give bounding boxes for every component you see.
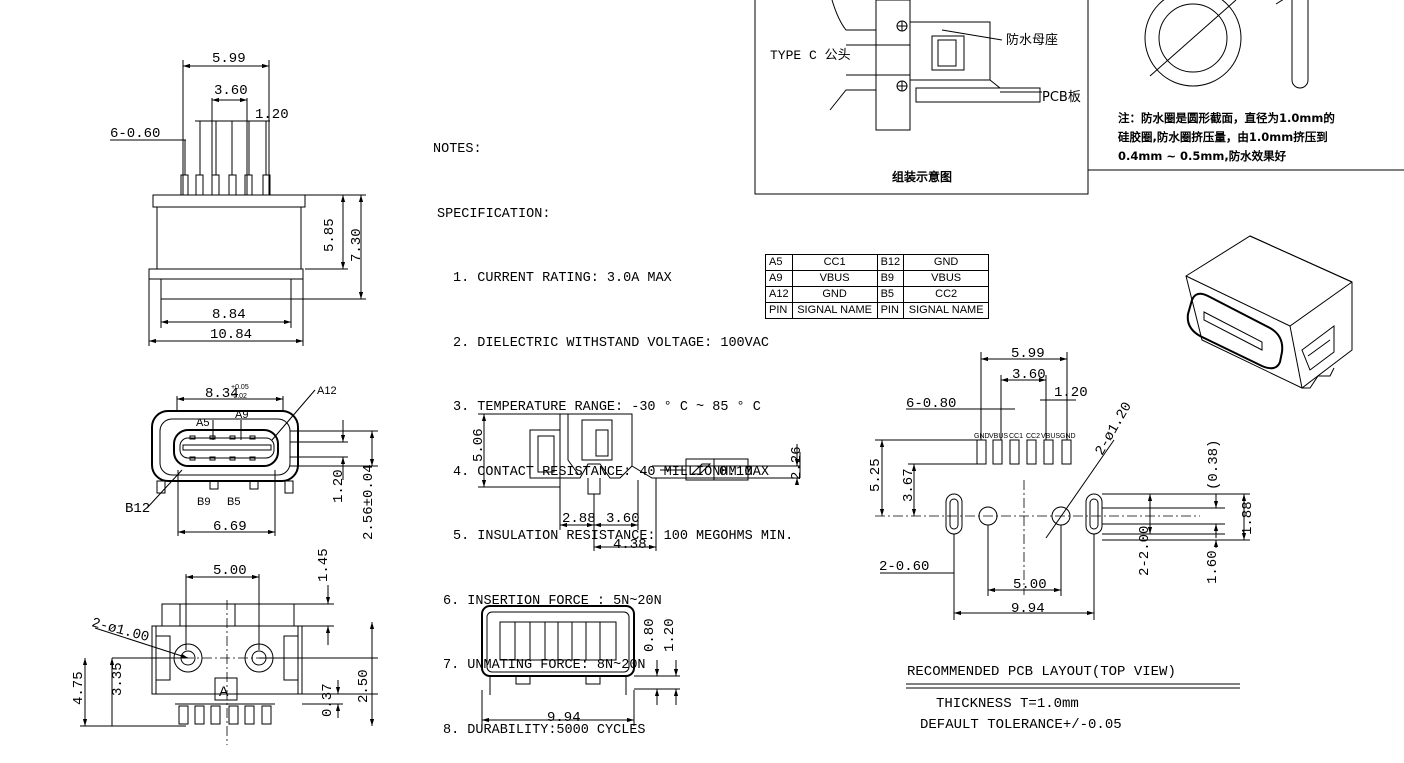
svg-text:B5: B5	[227, 496, 240, 508]
pcb-layout: 5.99 3.60 1.20 6-0.80 GND VBUS CC1 CC2 V…	[868, 346, 1256, 689]
polarity-marker: A	[219, 683, 229, 699]
svg-text:A9: A9	[235, 409, 248, 421]
top-view-pins	[180, 121, 271, 196]
oring-note-line-1: 注：防水圈是圆形截面，直径为1.0mm的	[1118, 111, 1335, 125]
svg-text:0.37: 0.37	[320, 683, 336, 717]
isometric-view	[1185, 235, 1353, 389]
svg-text:1.60: 1.60	[1205, 550, 1221, 584]
svg-text:3.35: 3.35	[110, 662, 126, 696]
bottom-view: 5.00 2-ø1.00 A 1.45	[71, 548, 378, 745]
table-header-row: PIN SIGNAL NAME PIN SIGNAL NAME	[765, 302, 990, 319]
svg-text:1.20: 1.20	[662, 618, 678, 652]
svg-text:9.94: 9.94	[547, 710, 581, 726]
svg-text:5.06: 5.06	[471, 428, 487, 462]
signal-table: A5 CC1 B12 GND A9 VBUS B9 VBUS A12 GND B…	[765, 254, 990, 319]
svg-text:2.26: 2.26	[789, 446, 805, 480]
svg-text:A5: A5	[196, 417, 209, 429]
svg-text:4.75: 4.75	[71, 671, 87, 705]
dim-7-30: 7.30	[349, 228, 365, 262]
svg-text:(0.38): (0.38)	[1206, 440, 1222, 490]
svg-text:5.99: 5.99	[1011, 346, 1045, 362]
svg-text:-0.02: -0.02	[231, 393, 247, 400]
svg-text:0.10: 0.10	[719, 464, 753, 480]
svg-text:2-ø1.00: 2-ø1.00	[90, 615, 151, 646]
svg-text:3.67: 3.67	[901, 468, 917, 502]
svg-text:+0.05: +0.05	[231, 384, 249, 391]
top-view: 5.99 3.60 1.20 6-0.60 5.8	[110, 51, 366, 346]
dim-5-00: 5.00	[213, 563, 247, 579]
svg-text:CC1: CC1	[1009, 433, 1023, 440]
svg-text:2.88: 2.88	[562, 511, 596, 527]
pcb-tolerance: DEFAULT TOLERANCE+/-0.05	[920, 717, 1122, 733]
pcb-thickness: THICKNESS T=1.0mm	[936, 696, 1079, 712]
oring-note-line-3: 0.4mm ~ 0.5mm,防水效果好	[1118, 149, 1287, 163]
dim-8-34: 8.34	[205, 386, 239, 402]
svg-text:2-ø1.20: 2-ø1.20	[1092, 400, 1135, 459]
table-row: A12 GND B5 CC2	[765, 286, 990, 303]
svg-text:1.20: 1.20	[1054, 385, 1088, 401]
svg-text:4.38: 4.38	[613, 537, 647, 553]
dim-1-20: 1.20	[255, 107, 289, 123]
svg-text:B9: B9	[197, 496, 210, 508]
spec-item: 5. INSULATION RESISTANCE: 100 MEGOHMS MI…	[453, 529, 794, 544]
dim-6-69: 6.69	[213, 519, 247, 535]
spec-item: 4. CONTACT RESISTANCE: 40 MILLIONHM MAX	[453, 464, 769, 480]
spec-title: SPECIFICATION:	[437, 206, 551, 222]
svg-text:5.25: 5.25	[868, 458, 884, 492]
dim-5-99: 5.99	[212, 51, 246, 67]
pcb-layout-title: RECOMMENDED PCB LAYOUT(TOP VIEW)	[907, 664, 1176, 680]
dim-2-56: 2.56±0.04	[361, 464, 377, 540]
type-c-plug-label: TYPE C 公头	[770, 48, 851, 63]
front-view: 8.34 +0.05 -0.02 A5 A9 A12 B12 B9 B5	[125, 384, 378, 540]
spec-item: 8. DURABILITY:5000 CYCLES	[443, 722, 646, 738]
svg-text:2-2.00: 2-2.00	[1137, 526, 1153, 576]
side-view: 5.06 0.10 2.26 2.88 3.60 4.38	[471, 413, 805, 553]
dim-10-84: 10.84	[210, 327, 252, 343]
o-ring-diagram	[1087, 0, 1404, 171]
rear-view: 9.94 0.80 1.20	[481, 605, 680, 726]
dim-5-85: 5.85	[322, 218, 338, 252]
svg-text:6-0.80: 6-0.80	[906, 396, 956, 412]
spec-item: 2. DIELECTRIC WITHSTAND VOLTAGE: 100VAC	[453, 335, 769, 351]
notes-header: NOTES:	[433, 142, 482, 157]
svg-text:B12: B12	[125, 501, 150, 517]
oring-note-line-2: 硅胶圈,防水圈挤压量，由1.0mm挤压到	[1118, 130, 1328, 144]
svg-text:2-0.60: 2-0.60	[879, 559, 929, 575]
specification-notes: NOTES: SPECIFICATION: 1. CURRENT RATING:…	[433, 96, 793, 763]
spec-item: 7. UNMATING FORCE: 8N~20N	[443, 658, 646, 673]
svg-text:CC2: CC2	[1026, 433, 1040, 440]
dim-1-20: 1.20	[331, 469, 347, 503]
svg-text:VBUS: VBUS	[1041, 433, 1060, 440]
assembly-caption: 组装示意图	[892, 170, 953, 184]
svg-text:0.80: 0.80	[642, 618, 658, 652]
svg-text:3.60: 3.60	[1012, 367, 1046, 383]
assembly-diagram	[754, 0, 1089, 195]
table-row: A5 CC1 B12 GND	[765, 254, 990, 271]
pcb-pad-labels: GND VBUS CC1 CC2 VBUS GND	[974, 433, 1076, 440]
dim-6-0-60: 6-0.60	[110, 126, 160, 142]
dim-8-84: 8.84	[212, 307, 246, 323]
svg-text:1.88: 1.88	[1240, 501, 1256, 535]
pcb-pads	[976, 439, 1072, 465]
svg-text:1.45: 1.45	[316, 548, 332, 582]
spec-item: 3. TEMPERATURE RANGE: -30 ° C ~ 85 ° C	[453, 400, 761, 415]
waterproof-socket-label: 防水母座	[1006, 33, 1059, 48]
spec-item: 6. INSERTION FORCE : 5N~20N	[443, 593, 662, 609]
pcb-board-label: PCB板	[1042, 90, 1081, 105]
svg-text:2.50: 2.50	[356, 669, 372, 703]
svg-text:VBUS: VBUS	[989, 433, 1008, 440]
svg-text:5.00: 5.00	[1013, 577, 1047, 593]
svg-text:3.60: 3.60	[606, 511, 640, 527]
rear-contacts	[514, 622, 601, 660]
table-row: A9 VBUS B9 VBUS	[765, 270, 990, 287]
dim-3-60: 3.60	[214, 83, 248, 99]
svg-text:GND: GND	[974, 433, 990, 440]
svg-text:9.94: 9.94	[1011, 601, 1045, 617]
front-contacts	[189, 435, 256, 461]
bottom-view-pins	[175, 703, 275, 725]
spec-item: 1. CURRENT RATING: 3.0A MAX	[453, 271, 672, 286]
svg-text:A12: A12	[317, 385, 337, 397]
svg-text:GND: GND	[1060, 433, 1076, 440]
